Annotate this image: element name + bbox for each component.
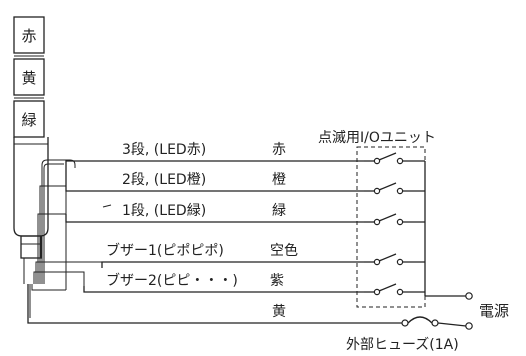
io-switch-1: [364, 152, 425, 165]
signal-tower: 赤 黄 緑: [13, 16, 49, 284]
wire-3-line: [65, 214, 364, 223]
tower-tier-green: [13, 100, 45, 138]
wire-6-color: 黄: [272, 303, 286, 320]
power-terminal-top: [465, 292, 473, 300]
wire-2-label: 2段, (LED橙): [122, 172, 206, 188]
io-unit-boundary: [356, 146, 426, 308]
wire-bundle: [31, 159, 103, 291]
wire-5-color: 紫: [270, 273, 284, 289]
tower-tier-red: [13, 16, 45, 54]
io-unit-label: 点滅用I/Oユニット: [318, 130, 436, 146]
tower-tier-yellow-label: 黄: [21, 69, 36, 87]
fuse-label: 外部ヒューズ(1A): [346, 337, 459, 353]
tower-tier-green-label: 緑: [21, 111, 36, 129]
wire-labels: 3段, (LED赤) 赤 2段, (LED橙) 橙 1段, (LED緑) 緑 ブ…: [102, 142, 298, 320]
wire-2-color: 橙: [272, 172, 286, 188]
wire-1-label: 3段, (LED赤): [122, 142, 206, 158]
power-supply: 電源 外部ヒューズ(1A): [346, 292, 509, 353]
wire-6-line: [27, 284, 402, 324]
wire-4-line: [101, 261, 364, 268]
tower-base: [20, 235, 42, 259]
tower-tier-yellow: [13, 58, 45, 96]
wire-1-line: [65, 160, 364, 168]
io-switch-5: [364, 283, 425, 296]
wire-5-label: ブザー2(ピピ・・・): [106, 272, 238, 289]
wires: [27, 160, 402, 324]
power-label: 電源: [479, 302, 509, 320]
power-terminal-bottom: [465, 322, 473, 330]
tower-tier-red-label: 赤: [21, 27, 36, 45]
wire-4-label: ブザー1(ピポピポ): [106, 242, 224, 259]
wire-2-line: [65, 168, 364, 192]
io-switch-2: [364, 182, 425, 195]
wire-1-color: 赤: [272, 142, 286, 158]
fuse-symbol: [407, 316, 433, 324]
io-unit: 点滅用I/Oユニット: [318, 130, 436, 308]
wire-3-color: 緑: [272, 203, 286, 219]
wire-4-color: 空色: [270, 242, 298, 259]
io-switch-4: [364, 253, 425, 266]
wire-5-line: [83, 286, 364, 293]
io-switch-3: [364, 213, 425, 226]
wire-3-label: 1段, (LED緑): [122, 203, 206, 219]
